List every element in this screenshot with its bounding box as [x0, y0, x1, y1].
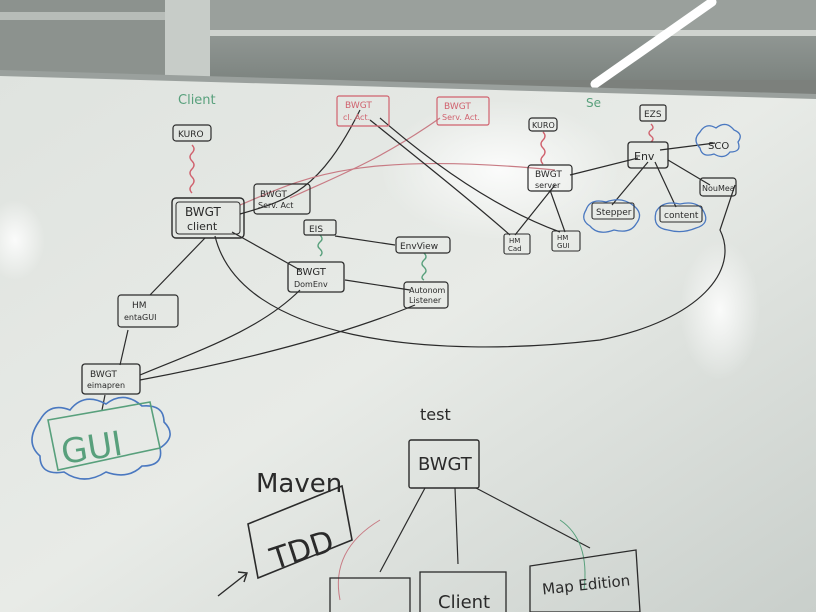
svg-text:BWGT: BWGT: [296, 267, 327, 278]
svg-text:Stepper: Stepper: [596, 208, 632, 218]
svg-text:BWGT: BWGT: [535, 170, 562, 180]
node-bwgt-domenv: BWGT DomEnv: [287, 261, 345, 293]
svg-text:HM: HM: [132, 301, 147, 311]
squiggle-link: [648, 123, 654, 143]
node-bwgt-test: BWGT: [408, 439, 480, 489]
node-sco: SCO: [695, 123, 741, 158]
section-title-server: Se: [586, 96, 601, 110]
ceiling-rail: [210, 30, 816, 36]
svg-text:EIS: EIS: [309, 225, 323, 235]
svg-text:BWGT: BWGT: [444, 102, 471, 112]
node-bwgt-serv-act-top: BWGT Serv. Act.: [436, 96, 490, 126]
svg-text:content: content: [664, 211, 699, 221]
node-eis: EIS: [303, 219, 337, 236]
label-test: test: [420, 405, 451, 424]
faint-line: [337, 519, 381, 601]
svg-text:server: server: [535, 181, 561, 190]
ceiling-light: [590, 0, 717, 89]
svg-text:client: client: [187, 220, 218, 233]
svg-text:BWGT: BWGT: [345, 101, 372, 111]
svg-text:Autonom: Autonom: [409, 286, 446, 295]
node-client: Client: [419, 571, 507, 612]
svg-text:entaGUI: entaGUI: [124, 313, 156, 322]
svg-text:Serv. Act: Serv. Act: [258, 201, 293, 210]
node-hm-cad: HM Cad: [503, 233, 531, 255]
svg-text:BWGT: BWGT: [90, 370, 117, 380]
svg-text:HM: HM: [509, 237, 520, 245]
svg-text:Serv. Act.: Serv. Act.: [442, 113, 480, 122]
svg-text:Cad: Cad: [508, 245, 522, 253]
ceiling: [210, 0, 816, 35]
node-ezs: EZS: [639, 104, 667, 122]
node-hm-entagui: HM entaGUI: [117, 294, 179, 328]
svg-text:Listener: Listener: [409, 296, 442, 305]
section-title-client: Client: [178, 93, 216, 108]
glare: [380, 100, 620, 240]
squiggle-link: [189, 144, 195, 194]
node-env-view: EnvView: [395, 236, 451, 254]
node-kuro-right: KURO: [528, 117, 558, 132]
svg-text:SCO: SCO: [708, 141, 729, 152]
svg-text:HM: HM: [557, 234, 568, 242]
pillar: [165, 0, 210, 78]
connector-lines: [101, 109, 736, 411]
svg-text:GUI: GUI: [557, 242, 570, 250]
svg-text:DomEnv: DomEnv: [294, 280, 328, 289]
node-bwgt-eimapren: BWGT eimapren: [81, 363, 141, 395]
window-frame: [0, 12, 165, 20]
node-bottom-box: [329, 577, 411, 612]
node-content: content: [654, 202, 707, 233]
faint-line: [559, 519, 586, 591]
node-bwgt-cl-act: BWGT cl. Act.: [336, 95, 390, 127]
svg-text:EZS: EZS: [644, 110, 662, 120]
node-autonomous-listener: Autonom Listener: [403, 281, 449, 309]
svg-text:GUI: GUI: [58, 424, 125, 473]
node-noumea: NouMea: [699, 177, 737, 197]
glare: [680, 240, 760, 380]
squiggle-link: [421, 252, 427, 281]
glare: [0, 200, 45, 280]
svg-text:cl. Act.: cl. Act.: [343, 113, 370, 122]
node-bwgt-serv-act: BWGT Serv. Act: [253, 183, 311, 215]
svg-text:Env: Env: [634, 150, 655, 163]
node-bwgt-server: BWGT server: [527, 164, 573, 192]
node-bwgt-client: BWGT client: [171, 197, 245, 239]
svg-text:KURO: KURO: [178, 130, 204, 140]
window-pane-left: [0, 0, 165, 78]
squiggle-link: [540, 131, 546, 165]
node-hm-gui: HM GUI: [551, 230, 581, 252]
node-kuro-left: KURO: [172, 124, 212, 142]
node-gui-cloud: GUI: [31, 396, 171, 480]
whiteboard-surface: [0, 72, 816, 612]
node-stepper: Stepper: [583, 199, 641, 233]
svg-text:BWGT: BWGT: [260, 190, 287, 200]
svg-text:BWGT: BWGT: [185, 205, 222, 219]
label-maven: Maven: [256, 469, 342, 499]
arrow: [217, 571, 248, 597]
test-connectors: [379, 487, 591, 573]
svg-text:BWGT: BWGT: [418, 454, 473, 475]
svg-text:Client: Client: [438, 592, 490, 612]
svg-text:eimapren: eimapren: [87, 381, 125, 390]
node-env: Env: [627, 141, 669, 169]
svg-text:NouMea: NouMea: [702, 184, 735, 193]
whiteboard-frame-top: [0, 70, 816, 99]
svg-text:KURO: KURO: [532, 121, 555, 130]
squiggle-link: [317, 234, 323, 257]
svg-text:EnvView: EnvView: [400, 242, 438, 252]
